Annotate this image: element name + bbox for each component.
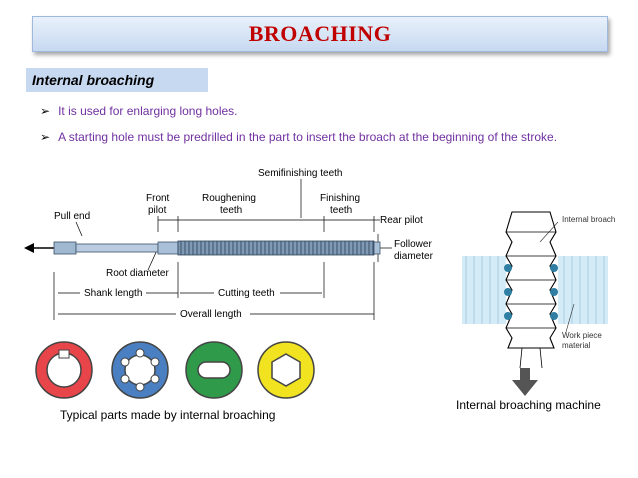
roughening-teeth-label-2: teeth: [220, 205, 242, 216]
part-hexagon: [257, 341, 315, 399]
downward-arrow-icon: [512, 380, 538, 396]
roughening-teeth-label-1: Roughening: [202, 193, 256, 204]
broached-parts: [35, 341, 315, 399]
work-piece-hatching: [465, 256, 605, 324]
parts-caption: Typical parts made by internal broaching: [60, 408, 276, 422]
internal-broach-label: Internal broach: [562, 215, 615, 224]
broach-teeth: [177, 240, 375, 256]
slide-title: BROACHING: [248, 21, 392, 46]
rear-pilot-label: Rear pilot: [380, 215, 423, 226]
broach-front-pilot: [157, 241, 179, 255]
follower-diameter-label-2: diameter: [394, 251, 434, 262]
arrow-bullet-icon: ➢: [40, 130, 51, 144]
follower-diameter-label-1: Follower: [394, 239, 432, 250]
finishing-teeth-label-2: teeth: [330, 205, 352, 216]
downward-arrow-shaft: [520, 368, 530, 382]
front-pilot-label-1: Front: [146, 193, 170, 204]
front-pilot-label-2: pilot: [148, 205, 167, 216]
arrow-bullet-icon: ➢: [40, 104, 51, 118]
chip-curls: [504, 264, 558, 320]
broach-diagram: Semifinishing teeth Front pilot Rougheni…: [24, 168, 434, 322]
semifinishing-teeth-label: Semifinishing teeth: [258, 168, 343, 179]
cutting-teeth-label: Cutting teeth: [218, 288, 275, 299]
bullet-text: A starting hole must be predrilled in th…: [58, 130, 558, 144]
bullet-list: ➢ It is used for enlarging long holes. ➢…: [40, 104, 630, 156]
finishing-teeth-label-1: Finishing: [320, 193, 360, 204]
work-piece-right: [558, 256, 608, 324]
work-piece-label-1: Work piece: [562, 331, 602, 340]
pull-arrowhead-icon: [24, 243, 34, 253]
work-piece-left: [462, 256, 506, 324]
work-piece-label-2: material: [562, 341, 591, 350]
bullet-text: It is used for enlarging long holes.: [58, 104, 238, 118]
broach-pull-end: [53, 241, 77, 255]
part-slot: [185, 341, 243, 399]
title-bar: BROACHING: [32, 16, 608, 52]
shank-length-label: Shank length: [84, 288, 142, 299]
machine-caption: Internal broaching machine: [456, 398, 601, 412]
root-diameter-label: Root diameter: [106, 268, 169, 279]
bullet-item: ➢ It is used for enlarging long holes.: [40, 104, 630, 118]
part-spline: [111, 341, 169, 399]
broach-ridges: [506, 231, 556, 329]
broach-shank: [75, 243, 159, 253]
overall-length-label: Overall length: [180, 309, 242, 320]
broaching-machine-diagram: Internal broach Work piece material: [458, 208, 618, 398]
section-heading: Internal broaching: [32, 72, 155, 88]
section-heading-box: Internal broaching: [26, 68, 208, 92]
part-round-keyway: [35, 341, 93, 399]
pull-end-label: Pull end: [54, 211, 90, 222]
broach-rear-pilot: [373, 241, 381, 255]
bullet-item: ➢ A starting hole must be predrilled in …: [40, 130, 630, 144]
